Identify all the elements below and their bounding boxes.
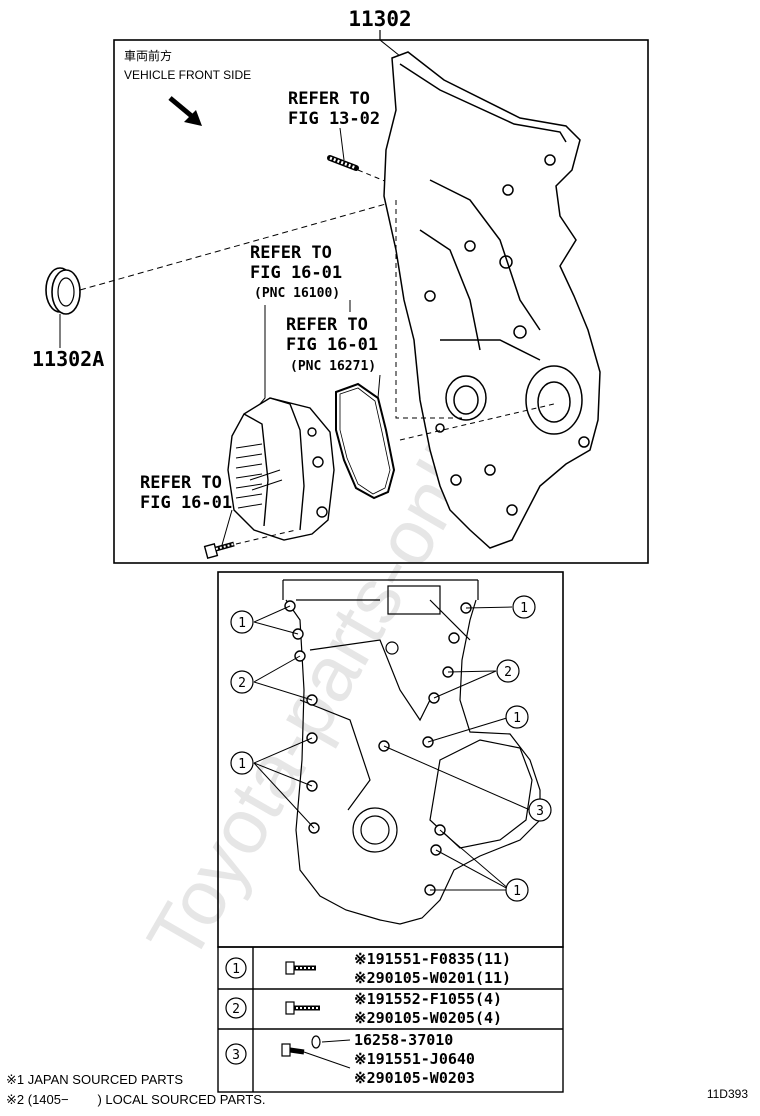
callout-3[interactable]: 3 — [528, 798, 552, 822]
bolt-icon — [285, 961, 316, 975]
callout-1-upper-right[interactable]: 1 — [512, 595, 536, 619]
callout-1-lower-right[interactable]: 1 — [505, 878, 529, 902]
svg-text:(PNC 16271): (PNC 16271) — [290, 359, 376, 374]
svg-text:(PNC 16100): (PNC 16100) — [254, 286, 340, 301]
svg-text:2: 2 — [504, 665, 512, 680]
table-row-3-ref: 3 — [232, 1048, 240, 1063]
front-arrow-icon — [168, 96, 202, 126]
svg-text:FIG 16-01: FIG 16-01 — [250, 263, 342, 283]
part-number-line: ※191551-F0835(11) — [354, 950, 511, 968]
table-row-1-ref: 1 — [232, 962, 240, 977]
svg-text:FIG 13-02: FIG 13-02 — [288, 109, 380, 129]
refer-fig-16-01-bolt[interactable]: REFER TO FIG 16-01 — [140, 473, 232, 513]
vehicle-front-jp: 車両前方 — [124, 48, 172, 63]
svg-text:1: 1 — [238, 616, 246, 631]
water-pump[interactable] — [227, 397, 335, 541]
part-number-line: ※191552-F1055(4) — [354, 990, 502, 1008]
table-row-1[interactable]: 1 ※191551-F0835(11) ※290105-W0201(11) — [225, 950, 511, 987]
callout-2-left[interactable]: 2 — [230, 670, 254, 694]
part-number-line: ※191551-J0640 — [354, 1050, 475, 1068]
stud-bolt — [327, 155, 359, 171]
svg-text:1: 1 — [513, 884, 521, 899]
footnote-local-sourced: ※2 (1405− ) LOCAL SOURCED PARTS. — [6, 1092, 266, 1107]
part-number-11302A[interactable]: 11302A — [32, 347, 104, 371]
footnote-japan-sourced: ※1 JAPAN SOURCED PARTS — [6, 1072, 183, 1087]
figure-id: 11D393 — [707, 1087, 748, 1101]
callout-2-right[interactable]: 2 — [496, 659, 520, 683]
refer-fig-13-02[interactable]: REFER TO FIG 13-02 — [288, 89, 380, 129]
svg-text:FIG 16-01: FIG 16-01 — [140, 493, 232, 513]
timing-chain-cover[interactable] — [383, 51, 601, 549]
refer-fig-16-01-pnc-16100[interactable]: REFER TO FIG 16-01 (PNC 16100) — [250, 243, 342, 301]
table-row-3[interactable]: 3 16258-37010 ※191551-J0640 ※290105-W020… — [225, 1031, 475, 1087]
part-number-line: ※290105-W0205(4) — [354, 1009, 502, 1027]
bolt-icon — [285, 1001, 320, 1015]
oil-seal-11302A[interactable] — [45, 267, 81, 315]
svg-text:2: 2 — [238, 676, 246, 691]
callout-1-mid-right[interactable]: 1 — [505, 705, 529, 729]
callout-1-mid-left[interactable]: 1 — [230, 751, 254, 775]
upper-frame — [113, 39, 649, 564]
svg-text:3: 3 — [536, 804, 544, 819]
bolt-with-washer-icon — [281, 1035, 351, 1069]
svg-text:1: 1 — [520, 601, 528, 616]
part-number-line: 16258-37010 — [354, 1031, 453, 1049]
svg-text:1: 1 — [513, 711, 521, 726]
svg-text:REFER TO: REFER TO — [288, 89, 370, 109]
part-number-11302[interactable]: 11302 — [348, 7, 411, 31]
vehicle-front-en: VEHICLE FRONT SIDE — [124, 68, 251, 82]
svg-text:REFER TO: REFER TO — [250, 243, 332, 263]
part-number-line: ※290105-W0203 — [354, 1069, 475, 1087]
water-pump-gasket[interactable] — [335, 382, 396, 500]
svg-text:REFER TO: REFER TO — [140, 473, 222, 493]
bolt-fig-16-01 — [203, 541, 235, 559]
parts-table — [217, 946, 564, 1093]
table-row-2-ref: 2 — [232, 1002, 240, 1017]
refer-fig-16-01-pnc-16271[interactable]: REFER TO FIG 16-01 (PNC 16271) — [286, 315, 378, 374]
svg-text:FIG 16-01: FIG 16-01 — [286, 335, 378, 355]
callout-1-upper-left[interactable]: 1 — [230, 610, 254, 634]
part-number-line: ※290105-W0201(11) — [354, 969, 511, 987]
svg-text:1: 1 — [238, 757, 246, 772]
svg-text:REFER TO: REFER TO — [286, 315, 368, 335]
table-row-2[interactable]: 2 ※191552-F1055(4) ※290105-W0205(4) — [225, 990, 502, 1027]
